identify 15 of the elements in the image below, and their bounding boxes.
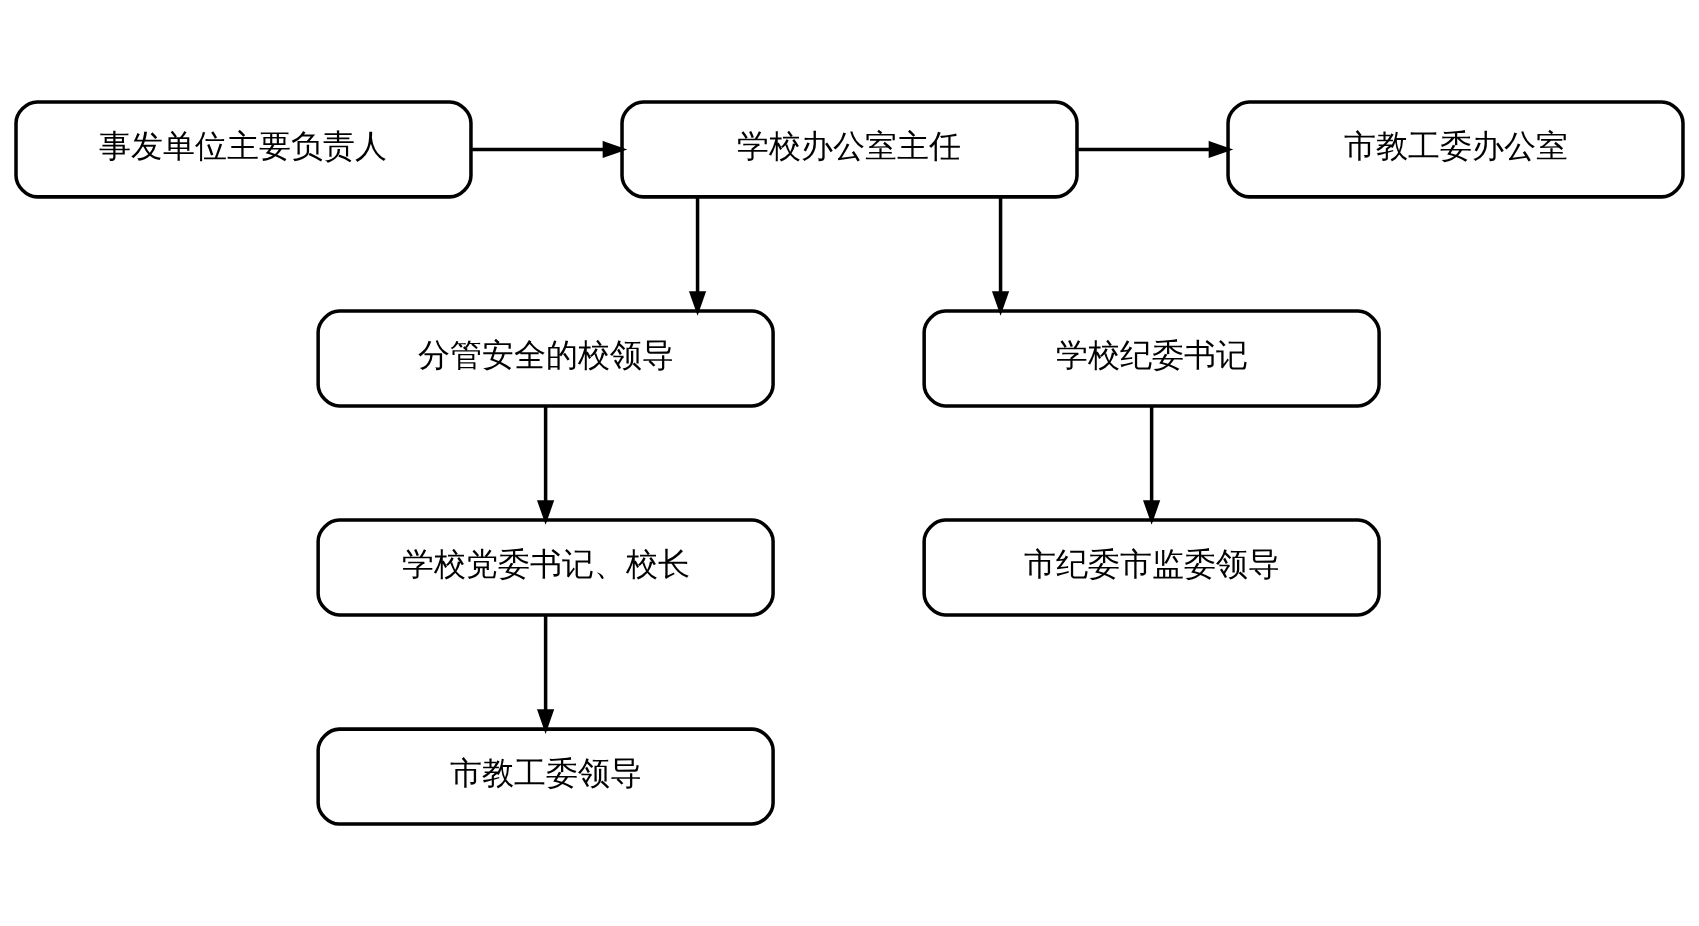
node-box: 学校办公室主任	[620, 100, 1079, 199]
arrow	[688, 196, 707, 316]
arrow	[991, 196, 1010, 316]
node-box: 分管安全的校领导	[316, 309, 775, 408]
node-box: 事发单位主要负责人	[14, 100, 473, 199]
arrow	[1143, 405, 1161, 525]
node-box: 市教工委办公室	[1226, 100, 1685, 199]
arrow	[1077, 140, 1234, 159]
node-box: 学校党委书记、校长	[316, 518, 775, 617]
node-box: 学校纪委书记	[922, 309, 1381, 408]
node-box: 市纪委市监委领导	[922, 518, 1381, 617]
arrow	[537, 614, 555, 734]
node-box: 市教工委领导	[316, 727, 775, 826]
arrow	[537, 405, 555, 525]
arrow	[471, 140, 628, 159]
